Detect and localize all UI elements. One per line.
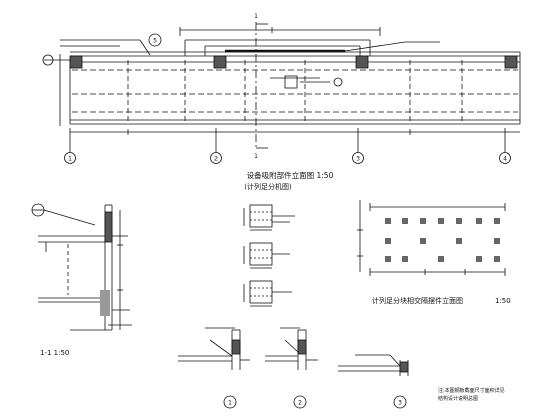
footnote-line-1: 注:本图钢板截面尺寸面积详见 — [438, 387, 505, 394]
section-mark-bottom: 1 — [254, 153, 258, 160]
detail-label-3: 3 — [398, 400, 402, 407]
bottom-detail-3 — [338, 354, 409, 376]
detail-label-2: 2 — [298, 400, 302, 407]
plate-grid — [385, 218, 500, 262]
section-view-1-1 — [31, 203, 132, 331]
section-mark-top: 1 — [254, 13, 258, 20]
detail-marker-1 — [223, 395, 237, 409]
bottom-detail-1 — [178, 327, 250, 370]
bottom-detail-2 — [265, 327, 318, 370]
callout-label: 5 — [153, 38, 157, 45]
main-subtitle: (计列足分机图) — [244, 182, 292, 191]
detail-marker-3 — [393, 395, 407, 409]
detail-label-1: 1 — [228, 400, 232, 407]
axis-marker-2 — [210, 152, 222, 164]
axis-label-2: 2 — [214, 156, 218, 163]
detail-group — [243, 204, 295, 307]
detail-marker-2 — [293, 395, 307, 409]
callout-circle — [148, 33, 162, 47]
elevation-scale: 1:50 — [495, 297, 511, 305]
section-title: 1-1 1:50 — [40, 349, 69, 357]
axis-marker-3 — [352, 152, 364, 164]
footnote-line-2: 结构设计说明总图 — [438, 395, 478, 402]
axis-label-3: 3 — [356, 156, 360, 163]
axis-label-4: 4 — [503, 156, 507, 163]
axis-label-1: 1 — [68, 156, 72, 163]
plan-view — [42, 22, 521, 164]
main-title: 设备吸附部件立面图 1:50 — [247, 170, 334, 180]
axis-marker-1 — [64, 152, 76, 164]
elevation-title: 计列足分块相交隔摆件立面图 — [372, 296, 463, 305]
elevation-view — [357, 200, 506, 276]
axis-marker-4 — [499, 152, 511, 164]
